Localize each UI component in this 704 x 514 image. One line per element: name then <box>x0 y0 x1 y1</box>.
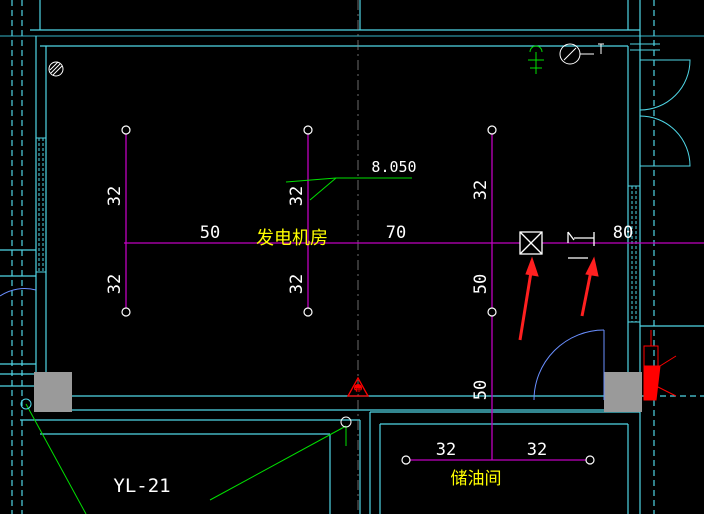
dim-label-50: 50 <box>471 380 491 400</box>
pipe-network[interactable] <box>124 130 704 461</box>
door-bottom-right[interactable] <box>533 329 605 401</box>
door-right-top[interactable] <box>639 59 691 167</box>
red-equipment[interactable] <box>643 330 677 401</box>
sprinkler-head-icon <box>121 125 131 135</box>
elevation-leader <box>285 177 412 201</box>
dim-label-32: 32 <box>527 440 547 460</box>
valve-box-icon[interactable] <box>519 231 543 255</box>
sprinkler-head-icon <box>303 307 313 317</box>
right-window <box>627 185 641 323</box>
dim-label-32: 32 <box>436 440 456 460</box>
pipe-riser-icon[interactable] <box>340 416 352 428</box>
dim-label-32: 32 <box>105 274 125 294</box>
sprinkler-head-icon <box>121 307 131 317</box>
room-label-generator: 发电机房 <box>256 228 328 249</box>
sprinkler-head-icon <box>585 455 595 465</box>
right-top-ticks <box>630 43 660 51</box>
green-device-icon[interactable] <box>528 45 544 74</box>
elevation-label: 8.050 <box>371 158 416 176</box>
column-block-left[interactable] <box>34 372 72 412</box>
gate-valve-icon[interactable] <box>567 231 595 259</box>
dim-label-80: 80 <box>613 223 633 243</box>
sprinkler-head-icon <box>401 455 411 465</box>
sprinkler-heads[interactable] <box>121 125 595 465</box>
sprinkler-head-icon <box>487 125 497 135</box>
column-block-right[interactable] <box>604 372 642 412</box>
dim-label-32: 32 <box>105 186 125 206</box>
dim-label-50: 50 <box>200 223 220 243</box>
pipe-tag-label: YL-21 <box>113 475 170 497</box>
dim-label-32: 32 <box>287 186 307 206</box>
dim-label-70: 70 <box>386 223 406 243</box>
hydrant-label: 消 <box>355 387 362 396</box>
left-window <box>35 137 47 273</box>
dim-label-32: 32 <box>471 180 491 200</box>
room-label-oil: 储油间 <box>451 469 502 489</box>
dim-label-50: 50 <box>471 274 491 294</box>
clock-symbol-icon[interactable] <box>559 43 604 65</box>
sprinkler-head-icon <box>303 125 313 135</box>
hatched-circle-icon[interactable] <box>48 61 64 77</box>
annotation-arrows <box>518 256 599 341</box>
sprinkler-head-icon <box>487 307 497 317</box>
door-left[interactable] <box>0 288 37 297</box>
pipe-riser-icon[interactable] <box>20 398 32 410</box>
fire-hydrant-icon[interactable] <box>346 376 370 397</box>
pipe-tag-leader <box>25 403 347 514</box>
dim-label-32: 32 <box>287 274 307 294</box>
